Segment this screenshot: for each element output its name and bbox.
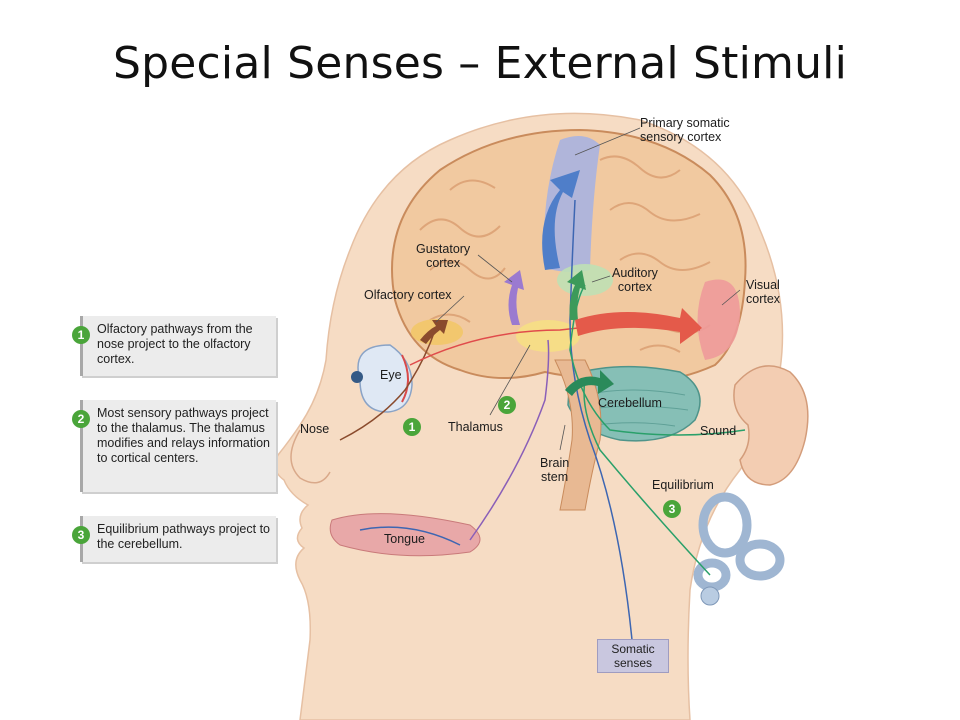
label-sound: Sound (700, 424, 737, 438)
somatic-arrow (542, 170, 580, 270)
retina-line (401, 354, 409, 403)
iris (351, 371, 363, 383)
olfactory-arrow (420, 320, 448, 344)
olfactory-pathway (339, 329, 436, 441)
callout-number: 1 (72, 326, 90, 344)
label-visual-cortex: Visual cortex (746, 278, 781, 306)
equilibrium-pathway (583, 379, 711, 576)
eye-shape (357, 344, 413, 413)
callout-number: 2 (72, 410, 90, 428)
label-brain-stem: Brain stem (540, 456, 570, 484)
visual-arrow (575, 308, 702, 344)
callout-text: Equilibrium pathways project to the cere… (97, 522, 270, 551)
somatic-sensory-cortex (544, 136, 600, 273)
gustatory-arrow (504, 270, 524, 325)
label-nose: Nose (300, 422, 330, 436)
label-primary-somatic-cortex: Primary somatic sensory cortex (640, 116, 730, 144)
callout-olfactory: 1 Olfactory pathways from the nose proje… (72, 316, 276, 376)
nose-outline (290, 429, 331, 484)
tongue-nerve (359, 526, 461, 546)
equilibrium-arrow (565, 370, 614, 396)
label-tongue: Tongue (384, 532, 426, 546)
marker-2: 2 (498, 396, 516, 414)
callout-thalamus: 2 Most sensory pathways project to the t… (72, 400, 276, 492)
label-eye: Eye (380, 368, 402, 382)
label-equilibrium: Equilibrium (652, 478, 714, 492)
visual-cortex-region (697, 279, 740, 360)
label-gustatory-cortex: Gustatory cortex (416, 242, 471, 270)
marker-1: 1 (403, 418, 421, 436)
leader-lines (435, 127, 741, 451)
label-somatic-senses: Somatic senses (597, 639, 669, 673)
thalamus-region (516, 320, 580, 352)
somatic-pathway (569, 199, 633, 641)
gustatory-pathway (469, 339, 550, 541)
auditory-cortex-region (557, 264, 613, 296)
auditory-arrow (567, 270, 586, 320)
vestibule (700, 586, 720, 606)
inner-ear (693, 492, 785, 592)
label-auditory-cortex: Auditory cortex (612, 266, 658, 294)
ear (733, 365, 809, 486)
label-thalamus: Thalamus (448, 420, 503, 434)
tongue (329, 513, 481, 557)
brain-stem (554, 359, 602, 511)
label-cerebellum: Cerebellum (598, 396, 662, 410)
slide-title: Special Senses – External Stimuli (112, 38, 848, 89)
callout-number: 3 (72, 526, 90, 544)
marker-3: 3 (663, 500, 681, 518)
callout-equilibrium: 3 Equilibrium pathways project to the ce… (72, 516, 276, 562)
callout-text: Most sensory pathways project to the tha… (97, 406, 270, 465)
label-olfactory-cortex: Olfactory cortex (364, 288, 452, 302)
callout-text: Olfactory pathways from the nose project… (97, 322, 253, 366)
